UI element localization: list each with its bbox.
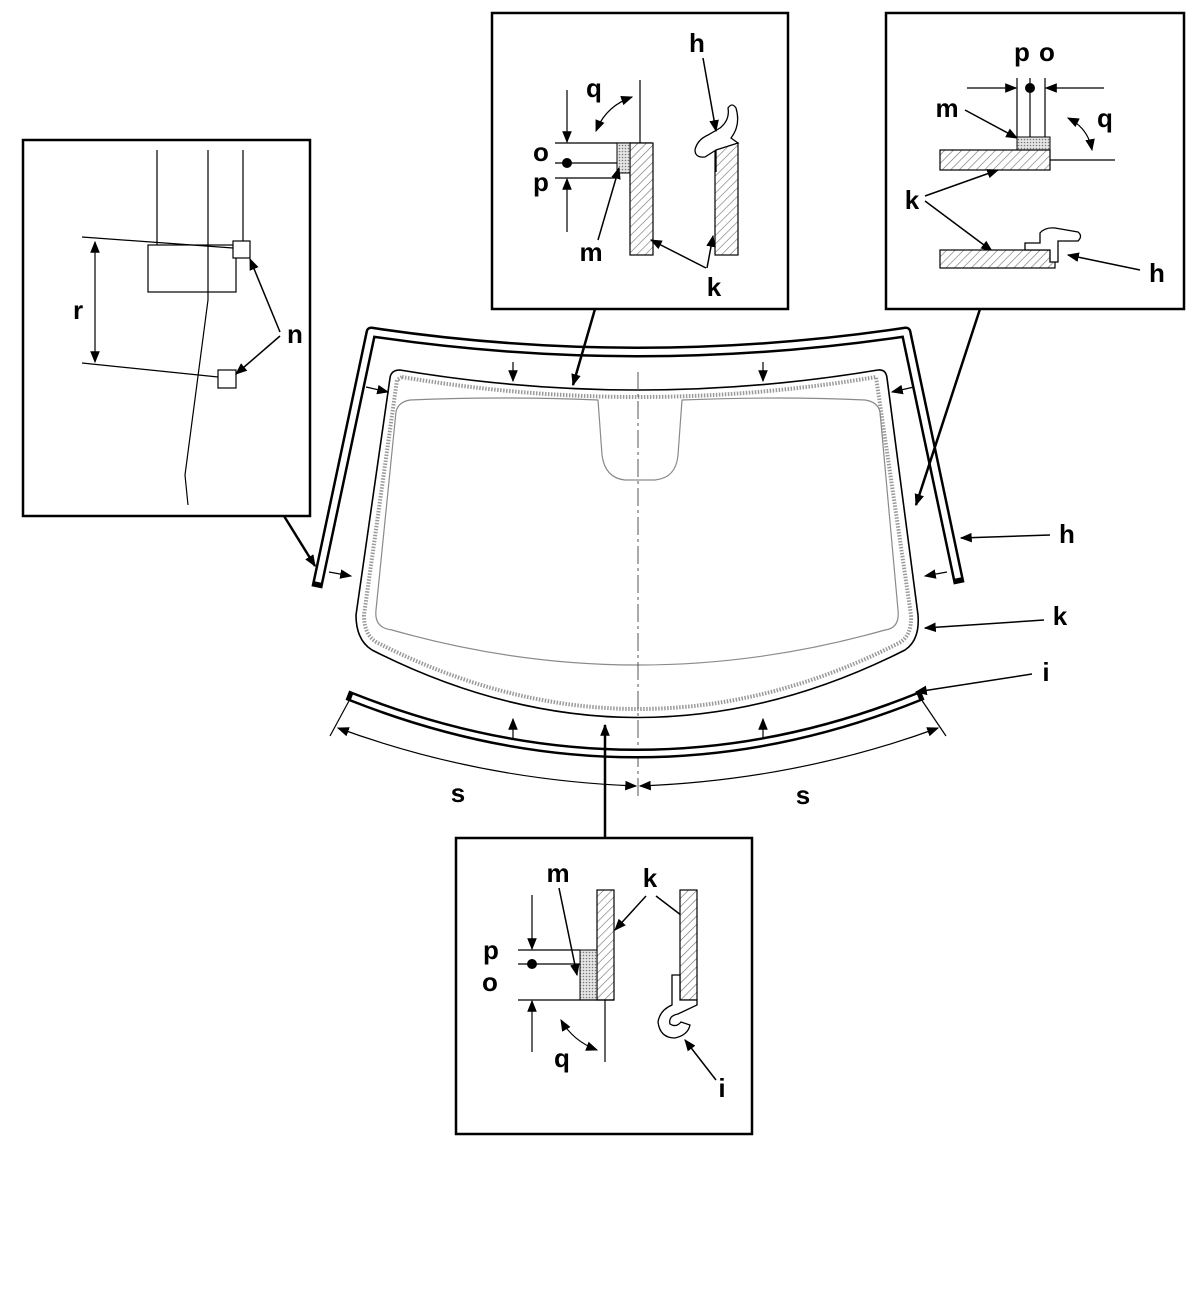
- clip-n-upper: [232, 240, 251, 259]
- callout-n-label: n: [287, 319, 303, 349]
- upper-molding-profile: [694, 104, 740, 172]
- measure-point-dot: [562, 158, 572, 168]
- ceramic-section: [1016, 136, 1051, 151]
- callout-m-leader: [558, 887, 580, 977]
- measure-point-dot: [1025, 83, 1035, 93]
- callout-m-label: m: [546, 858, 569, 888]
- glass-section: [596, 889, 615, 1001]
- dimension-s-right-arc: [638, 727, 940, 791]
- glass-frit-band: [361, 374, 914, 711]
- pillar-center-line: [184, 150, 209, 506]
- callout-k-label: k: [707, 272, 722, 302]
- callout-k-leader: [706, 234, 716, 269]
- detail-top-center: q o p m h k: [490, 11, 790, 387]
- upper-molding-inner: [315, 329, 961, 583]
- position-arrow: [923, 569, 948, 579]
- lower-molding-profile: [657, 974, 698, 1039]
- callout-k-main: k: [1053, 601, 1068, 631]
- callout-h-label: h: [689, 28, 705, 58]
- dimension-o-label: o: [533, 137, 549, 167]
- dimension-r-label: r: [73, 295, 83, 325]
- callout-h-label: h: [1149, 258, 1165, 288]
- callout-h-main: h: [1059, 519, 1075, 549]
- callout-i-label: i: [718, 1073, 725, 1103]
- angle-q-label: q: [586, 73, 602, 103]
- callout-h-leader: [702, 57, 719, 133]
- angle-q-arrow: [560, 1018, 599, 1051]
- callout-m-leader: [964, 109, 1019, 139]
- dimension-s-right-label: s: [796, 780, 810, 810]
- callout-i-leader: [684, 1039, 717, 1081]
- detail-top-right-pointer: [914, 308, 982, 507]
- callout-k-leader: [924, 200, 993, 252]
- callout-m-label: m: [579, 237, 602, 267]
- callout-i-main: i: [1042, 657, 1049, 687]
- dimension-s-left-arc: [336, 727, 638, 791]
- detail-top-right: p o m q k h: [884, 11, 1186, 507]
- callout-n-leader: [249, 257, 281, 333]
- glass-section: [714, 142, 739, 256]
- callout-m-leader: [597, 166, 621, 241]
- glass-section: [939, 149, 1051, 171]
- main-view: h k i s s: [311, 326, 1075, 810]
- dimension-s-extension-left: [329, 698, 351, 737]
- angle-q-label: q: [554, 1043, 570, 1073]
- callout-k-leader: [649, 239, 707, 269]
- callout-k-leader: [923, 619, 1045, 633]
- callout-k-label: k: [643, 863, 658, 893]
- detail-left-pointer: [282, 515, 317, 568]
- position-arrow: [328, 569, 353, 579]
- measure-point-dot: [527, 959, 537, 969]
- dimension-r-extension: [81, 236, 234, 249]
- callout-k-leader: [614, 895, 647, 931]
- callout-h-leader: [959, 532, 1051, 543]
- detail-box-left: [21, 138, 312, 518]
- upper-molding-profile: [1024, 227, 1082, 263]
- position-arrow: [890, 384, 915, 395]
- dimension-p-label: p: [1014, 37, 1030, 67]
- callout-k-leader: [924, 169, 1000, 197]
- ceramic-inner-outline: [375, 397, 899, 666]
- glass-section: [679, 889, 698, 1001]
- windshield-glass: [355, 369, 920, 719]
- clip-n-lower: [217, 369, 237, 389]
- position-arrow: [365, 384, 390, 395]
- dimension-o-label: o: [1039, 37, 1055, 67]
- dimension-p-label: p: [533, 167, 549, 197]
- dimension-p-label: p: [483, 935, 499, 965]
- ceramic-section: [616, 142, 631, 174]
- detail-left-clips: r n: [21, 138, 317, 568]
- dimension-s-extension-right: [920, 698, 947, 737]
- dimension-s-left-label: s: [451, 778, 465, 808]
- callout-m-label: m: [935, 93, 958, 123]
- dimension-o-label: o: [482, 967, 498, 997]
- callout-i-leader: [914, 673, 1033, 696]
- callout-k-label: k: [905, 185, 920, 215]
- detail-top-center-pointer: [571, 308, 597, 387]
- glass-section: [939, 249, 1056, 269]
- angle-q-arrow: [1066, 117, 1095, 152]
- glass-section: [629, 142, 654, 256]
- ceramic-section: [579, 949, 598, 1001]
- detail-bottom: m k p o q i: [454, 723, 754, 1136]
- dimension-r-extension: [81, 362, 219, 378]
- angle-q-label: q: [1097, 103, 1113, 133]
- callout-n-leader: [235, 335, 281, 375]
- angle-q-arrow: [595, 96, 634, 133]
- callout-h-leader: [1066, 252, 1141, 271]
